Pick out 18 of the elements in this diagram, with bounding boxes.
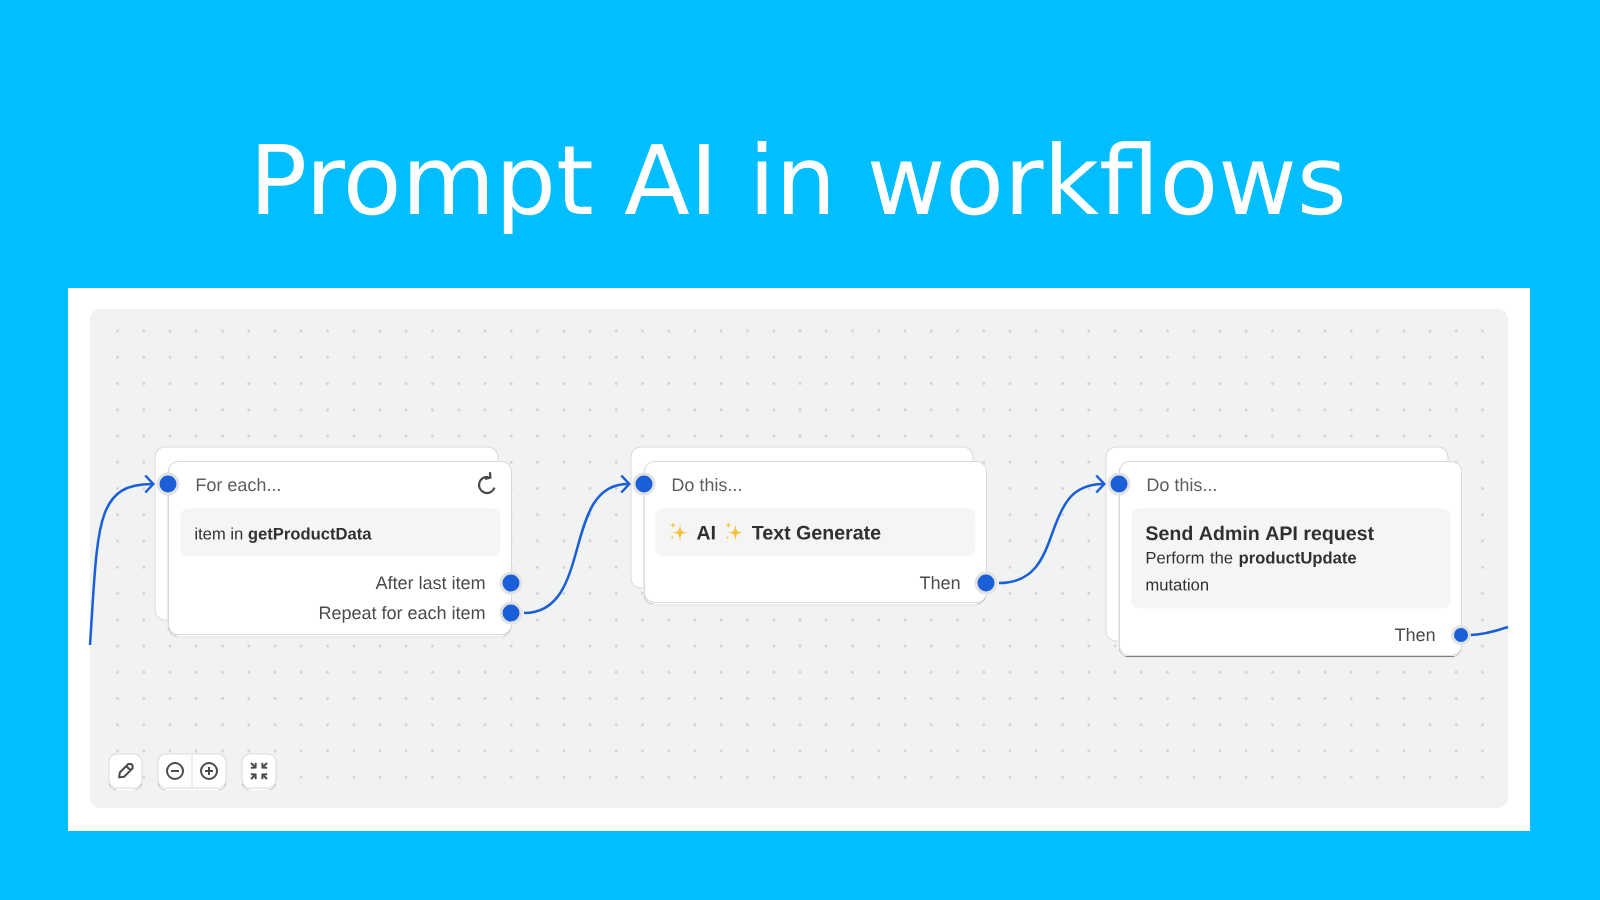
port-label: After last item — [375, 575, 485, 590]
port-label: Then — [1395, 627, 1435, 642]
summary-text: AI — [696, 525, 715, 540]
step-title: Send Admin API request — [1146, 525, 1374, 545]
step-description: Perform the productUpdate mutation — [1146, 551, 1357, 591]
summary-panel — [655, 508, 976, 557]
arrow — [88, 474, 155, 646]
port-label: Repeat for each item — [320, 605, 485, 623]
arrow — [998, 474, 1106, 585]
card-heading: For each... — [196, 477, 280, 492]
connector-line — [1451, 625, 1509, 645]
summary-text: Text Generate — [752, 525, 881, 540]
card-heading: Do this... — [1147, 477, 1216, 492]
arrow — [523, 474, 631, 615]
card-heading: Do this... — [672, 477, 741, 492]
title: Prompt AI in workflows — [258, 141, 1343, 234]
summary-text: item in getProductData — [195, 527, 372, 543]
port-label: Then — [920, 575, 960, 590]
